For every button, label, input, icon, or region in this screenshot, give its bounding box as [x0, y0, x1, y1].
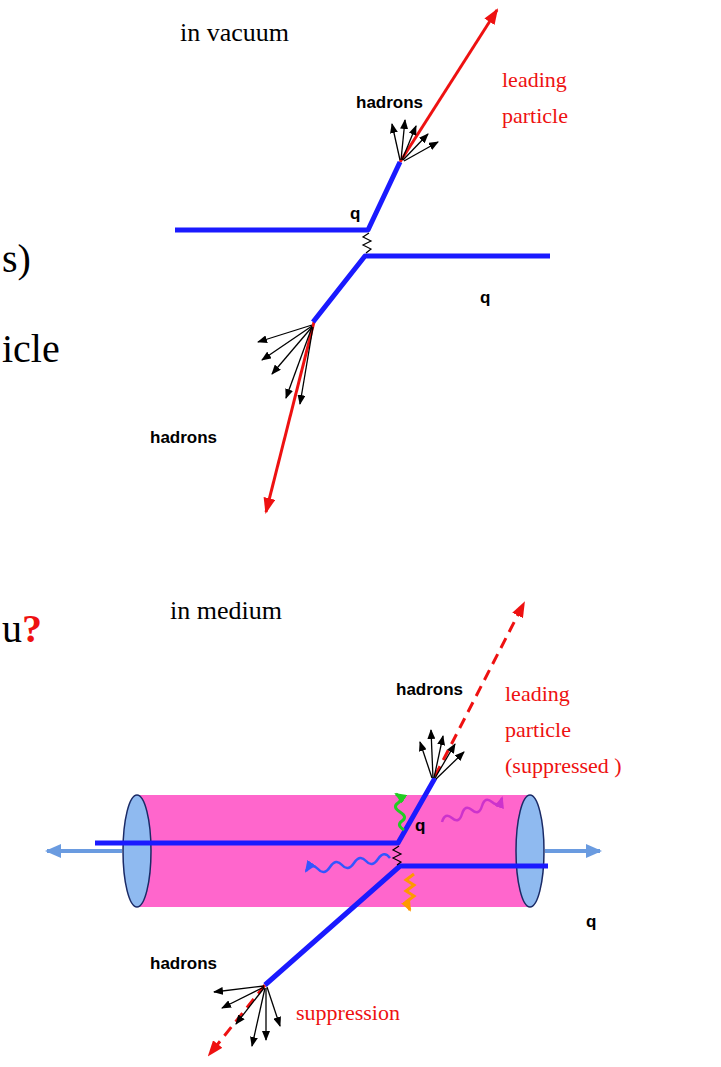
label-wrap: hadrons [356, 93, 423, 113]
section-heading: in vacuum [180, 18, 289, 48]
hadron-arrow [286, 327, 312, 398]
exchange-wiggle [363, 233, 371, 253]
label-wrap: in vacuum [180, 18, 289, 48]
label-wrap: q [350, 204, 360, 224]
label-wrap: hadrons [150, 428, 217, 448]
cylinder-end [516, 795, 544, 907]
label-wrap: hadrons [150, 954, 217, 974]
hadrons-label: hadrons [150, 954, 217, 974]
quark-line [313, 256, 550, 322]
label-wrap: ? [22, 606, 42, 652]
label-wrap: hadrons [396, 680, 463, 700]
hadron-arrow [265, 988, 266, 1040]
label-wrap: in medium [170, 596, 282, 626]
particle-label: leading particle (suppressed ) [505, 676, 630, 784]
hadron-arrow [392, 124, 400, 160]
quark-line [265, 866, 548, 985]
hadron-spray [214, 730, 464, 1046]
question-mark: ? [22, 606, 42, 652]
suppressed-track [209, 985, 265, 1055]
hadron-arrow [262, 326, 312, 360]
hadron-arrow [436, 752, 464, 779]
hadron-arrow [300, 327, 313, 404]
gluon [406, 874, 414, 910]
gluon [442, 798, 502, 822]
quark-label: q [350, 204, 360, 224]
label-wrap: s) [2, 236, 31, 282]
hadron-arrow [267, 987, 280, 1026]
hadron-arrow [404, 142, 438, 161]
hadron-arrow [435, 744, 455, 778]
quark-label: q [480, 288, 490, 308]
medium-cylinder [137, 795, 530, 907]
beam-arrow [545, 849, 600, 853]
hadron-arrow [258, 325, 312, 342]
hadron-spray [258, 120, 438, 404]
label-wrap: q [586, 912, 596, 932]
hadrons-label: hadrons [396, 680, 463, 700]
clipped-slide-text: icle [2, 326, 60, 372]
quark-label: q [415, 816, 425, 836]
exchange-wiggle [393, 846, 401, 865]
hadrons-label: hadrons [356, 93, 423, 113]
gluon [306, 854, 390, 872]
label-wrap: q [480, 288, 490, 308]
hadron-arrow [222, 987, 264, 1008]
quark-label: q [586, 912, 596, 932]
hadron-arrow [403, 134, 428, 160]
suppression-label: suppression [296, 1000, 400, 1025]
clipped-slide-text: s) [2, 236, 31, 282]
cylinder-end [123, 795, 151, 907]
hadrons-label: hadrons [150, 428, 217, 448]
label-wrap: icle [2, 326, 60, 372]
label-wrap: leading particle [502, 62, 602, 134]
quark-line [95, 778, 435, 843]
beam-arrow [47, 849, 122, 853]
hadron-arrow [431, 730, 433, 778]
clipped-slide-text: u [2, 606, 22, 652]
label-wrap: leading particle (suppressed ) [505, 676, 630, 784]
label-wrap: u [2, 606, 22, 652]
hadron-arrow [420, 742, 432, 778]
hadron-arrow [236, 988, 264, 1024]
section-heading: in medium [170, 596, 282, 626]
label-wrap: q [415, 816, 425, 836]
label-wrap: suppression [296, 1000, 400, 1025]
leading-particle-track [400, 10, 497, 162]
leading-particle-track [266, 322, 314, 512]
particle-label: leading particle [502, 62, 602, 134]
quark-line [175, 162, 400, 230]
gluon [395, 794, 404, 830]
hadron-arrow [252, 988, 265, 1046]
